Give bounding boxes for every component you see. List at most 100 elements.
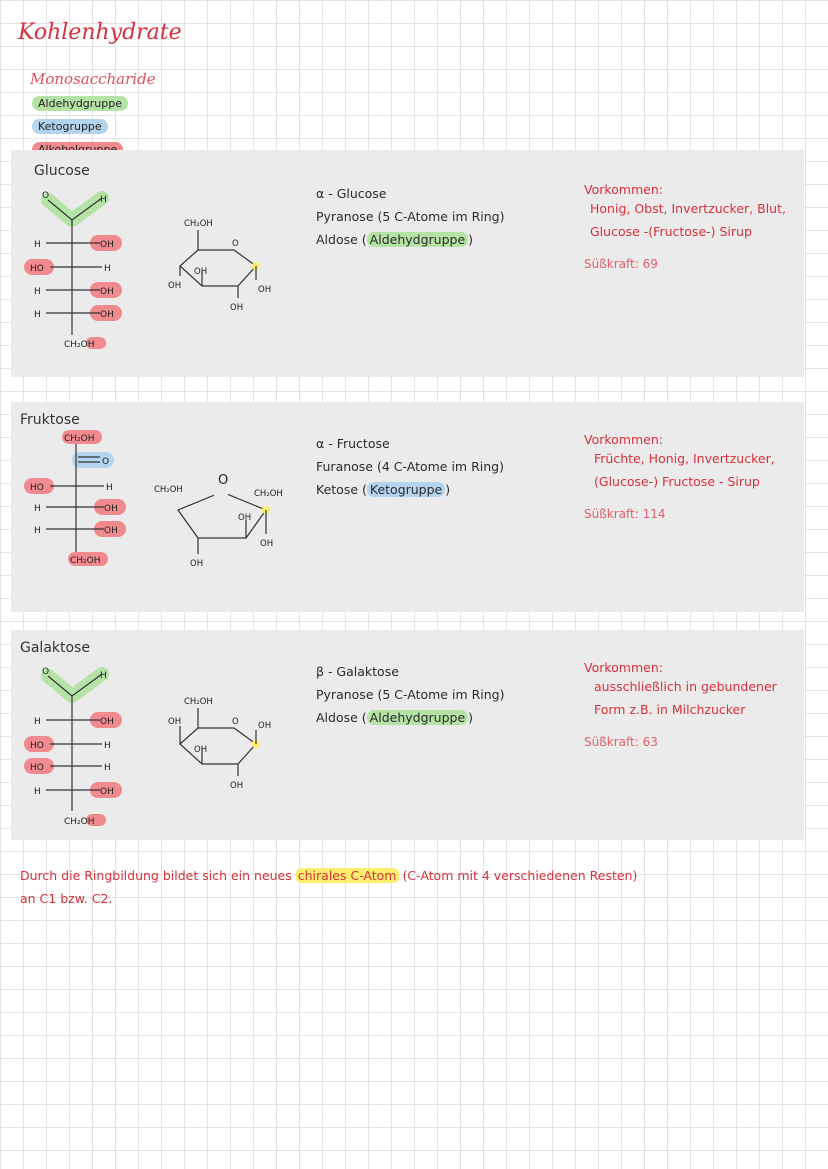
fructose-keto-o: O: [102, 457, 109, 467]
galactose-aldehyde-o: O: [42, 667, 49, 677]
footer-line2: an C1 bzw. C2.: [20, 891, 113, 906]
glucose-c2-left: H: [34, 240, 41, 250]
fructose-ring-oh-c4: OH: [190, 559, 203, 569]
fructose-c4-right: OH: [104, 504, 118, 514]
glucose-ring-type: Pyranose (5 C-Atome im Ring): [316, 209, 505, 224]
galactose-aldehyde-h: H: [100, 671, 107, 681]
fructose-anomer: α - Fructose: [316, 436, 390, 451]
fructose-description: α - Fructose Furanose (4 C-Atome im Ring…: [316, 432, 504, 501]
fructose-c1: CH₂OH: [64, 434, 95, 444]
fructose-ring-ch2oh-left: CH₂OH: [154, 485, 183, 495]
glucose-ring-ch2oh: CH₂OH: [184, 219, 213, 229]
glucose-fischer-projection: O H H OH HO H H OH H OH CH₂OH: [24, 191, 122, 350]
galactose-occurrence: Vorkommen: ausschließlich in gebundener …: [584, 660, 777, 749]
page-title: Kohlenhydrate: [18, 20, 182, 45]
galactose-ring-oh-c1: OH: [258, 721, 271, 731]
galactose-ring-oh-c4: OH: [168, 717, 181, 727]
glucose-c5-left: H: [34, 310, 41, 320]
fructose-ring-oh-c3: OH: [238, 513, 251, 523]
fructose-class-label: Ketose (: [316, 482, 367, 497]
glucose-c4-left: H: [34, 287, 41, 297]
glucose-description: α - Glucose Pyranose (5 C-Atome im Ring)…: [316, 182, 504, 251]
galactose-c5-right: OH: [100, 787, 114, 797]
footer-text-b: (C-Atom mit 4 verschiedenen Resten): [398, 868, 638, 883]
fructose-name: Fruktose: [20, 412, 80, 428]
galactose-ring-oxygen: O: [232, 717, 239, 727]
fructose-c5-right: OH: [104, 526, 118, 536]
fructose-ring-type: Furanose (4 C-Atome im Ring): [316, 459, 504, 474]
galactose-c2-left: H: [34, 717, 41, 727]
galactose-ring-oh-c3: OH: [194, 745, 207, 755]
fructose-c3-left: HO: [30, 483, 44, 493]
galactose-c6: CH₂OH: [64, 817, 95, 827]
galactose-class: Aldose (Aldehydgruppe): [316, 706, 504, 729]
fructose-c6: CH₂OH: [70, 556, 101, 566]
glucose-class-label: Aldose (: [316, 232, 367, 247]
galactose-class-label: Aldose (: [316, 710, 367, 725]
glucose-haworth-ring: CH₂OH O OH OH OH OH: [168, 219, 271, 313]
galactose-occurrence-line1: ausschließlich in gebundener: [594, 679, 777, 694]
glucose-ring-oh-c1: OH: [258, 285, 271, 295]
galactose-name: Galaktose: [20, 640, 90, 656]
fructose-ring-ch2oh-right: CH₂OH: [254, 489, 283, 499]
footer-highlight: chirales C-Atom: [295, 868, 399, 883]
fructose-occurrence: Vorkommen: Früchte, Honig, Invertzucker,…: [584, 432, 775, 521]
galactose-occurrence-line2: Form z.B. in Milchzucker: [594, 702, 746, 717]
glucose-class: Aldose (Aldehydgruppe): [316, 228, 504, 251]
fructose-class: Ketose (Ketogruppe): [316, 478, 504, 501]
legend-aldehyde: Aldehydgruppe: [32, 96, 129, 111]
galactose-c3-left: HO: [30, 741, 44, 751]
glucose-c6: CH₂OH: [64, 340, 95, 350]
fructose-occurrence-title: Vorkommen:: [584, 432, 663, 447]
glucose-name: Glucose: [34, 163, 90, 179]
galactose-c3-right: H: [104, 741, 111, 751]
glucose-occurrence-line2: Glucose -(Fructose-) Sirup: [590, 224, 752, 239]
galactose-c2-right: OH: [100, 717, 114, 727]
galactose-class-close: ): [468, 710, 474, 725]
galactose-class-group: Aldehydgruppe: [366, 710, 469, 725]
glucose-anomer: α - Glucose: [316, 186, 387, 201]
glucose-aldehyde-h: H: [100, 195, 107, 205]
fructose-haworth-ring: CH₂OH O CH₂OH OH OH OH: [154, 473, 283, 569]
glucose-panel: [11, 150, 804, 377]
glucose-c2-right: OH: [100, 240, 114, 250]
glucose-ring-oh-c2: OH: [230, 303, 243, 313]
glucose-sweetness: Süßkraft: 69: [584, 257, 658, 271]
fructose-panel: [11, 402, 804, 612]
galactose-c4-left: HO: [30, 763, 44, 773]
glucose-aldehyde-o: O: [42, 191, 49, 201]
galactose-haworth-ring: CH₂OH O OH OH OH OH: [168, 697, 271, 791]
galactose-ring-type: Pyranose (5 C-Atome im Ring): [316, 687, 505, 702]
fructose-c3-right: H: [106, 483, 113, 493]
fructose-c4-left: H: [34, 504, 41, 514]
glucose-class-close: ): [468, 232, 474, 247]
galactose-ring-oh-c2: OH: [230, 781, 243, 791]
glucose-c3-right: H: [104, 264, 111, 274]
galactose-fischer-projection: O H H OH HO H HO H H OH CH₂OH: [24, 667, 122, 827]
fructose-class-close: ): [445, 482, 451, 497]
fructose-c5-left: H: [34, 526, 41, 536]
galactose-c5-left: H: [34, 787, 41, 797]
fructose-fischer-projection: CH₂OH O HO H H OH H OH CH₂OH: [24, 430, 126, 566]
footer-line1: Durch die Ringbildung bildet sich ein ne…: [20, 864, 810, 887]
glucose-ring-oxygen: O: [232, 239, 239, 249]
fructose-ring-oh-c2: OH: [260, 539, 273, 549]
fructose-class-group: Ketogruppe: [366, 482, 446, 497]
glucose-occurrence: Vorkommen: Honig, Obst, Invertzucker, Bl…: [584, 182, 786, 271]
glucose-ring-oh-c3: OH: [194, 267, 207, 277]
section-subtitle: Monosaccharide: [30, 70, 156, 88]
footer-note: Durch die Ringbildung bildet sich ein ne…: [20, 864, 810, 910]
galactose-anomer: β - Galaktose: [316, 664, 399, 679]
fructose-ring-oxygen: O: [218, 473, 228, 488]
fructose-sweetness: Süßkraft: 114: [584, 507, 666, 521]
fructose-occurrence-line2: (Glucose-) Fructose - Sirup: [594, 474, 760, 489]
galactose-sweetness: Süßkraft: 63: [584, 735, 658, 749]
glucose-occurrence-line1: Honig, Obst, Invertzucker, Blut,: [590, 201, 786, 216]
legend-keto: Ketogruppe: [32, 119, 108, 134]
glucose-ring-oh-c4: OH: [168, 281, 181, 291]
galactose-occurrence-title: Vorkommen:: [584, 660, 663, 675]
galactose-ring-ch2oh: CH₂OH: [184, 697, 213, 707]
galactose-description: β - Galaktose Pyranose (5 C-Atome im Rin…: [316, 660, 504, 729]
footer-text-a: Durch die Ringbildung bildet sich ein ne…: [20, 868, 296, 883]
glucose-c4-right: OH: [100, 287, 114, 297]
